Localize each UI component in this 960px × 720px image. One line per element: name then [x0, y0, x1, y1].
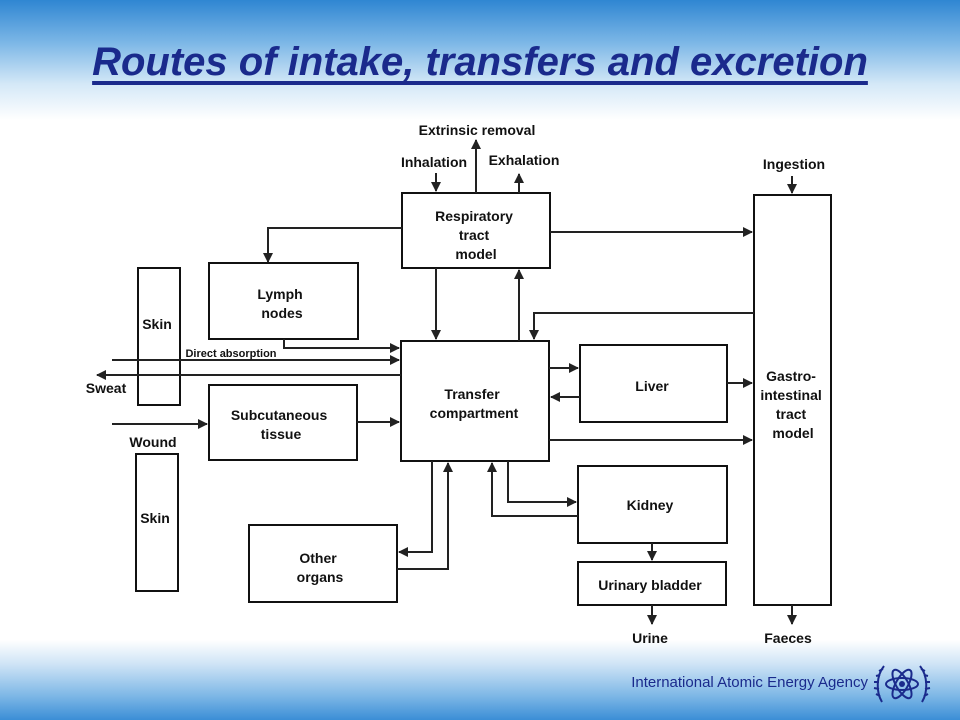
kidney-box: [577, 465, 728, 544]
subcutaneous-tissue-label: Subcutaneous tissue: [231, 407, 331, 442]
header-band: [0, 0, 960, 120]
transfer-compartment-label: Transfer compartment: [430, 386, 519, 421]
subcutaneous-tissue-box: [208, 384, 358, 461]
skin-strip-top: [137, 267, 181, 406]
slide-title: Routes of intake, transfers and excretio…: [92, 40, 868, 84]
iaea-atom-logo-icon: [873, 665, 931, 703]
skin-strip-bottom: [135, 453, 179, 592]
label-faeces: Faeces: [764, 630, 812, 646]
label-exhalation: Exhalation: [489, 152, 560, 168]
transfer-compartment-box: [400, 340, 550, 462]
label-wound: Wound: [129, 434, 176, 450]
label-skin-top: Skin: [142, 316, 172, 332]
footer-band: [0, 640, 960, 720]
respiratory-tract-box: [401, 192, 551, 269]
label-sweat: Sweat: [86, 380, 127, 396]
label-inhalation: Inhalation: [401, 154, 467, 170]
label-ingestion: Ingestion: [763, 156, 825, 172]
other-organs-label: Other organs: [297, 550, 344, 585]
other-organs-box: [248, 524, 398, 603]
footer-organization-name: International Atomic Energy Agency: [631, 674, 868, 691]
label-extrinsic-removal: Extrinsic removal: [419, 122, 536, 138]
urinary-bladder-box: [577, 561, 727, 606]
kidney-label: Kidney: [627, 497, 674, 513]
gi-tract-box: [753, 194, 832, 606]
connector-lines: [96, 139, 797, 625]
liver-box: [579, 344, 728, 423]
lymph-nodes-label: Lymph nodes: [257, 286, 306, 321]
label-skin-bottom: Skin: [140, 510, 170, 526]
label-urine: Urine: [632, 630, 668, 646]
liver-label: Liver: [635, 378, 669, 394]
respiratory-tract-label: Respiratory tract model: [435, 208, 517, 262]
gi-tract-label: Gastro- intestinal tract model: [760, 368, 825, 441]
label-direct-absorption: Direct absorption: [185, 348, 276, 360]
urinary-bladder-label: Urinary bladder: [598, 577, 702, 593]
